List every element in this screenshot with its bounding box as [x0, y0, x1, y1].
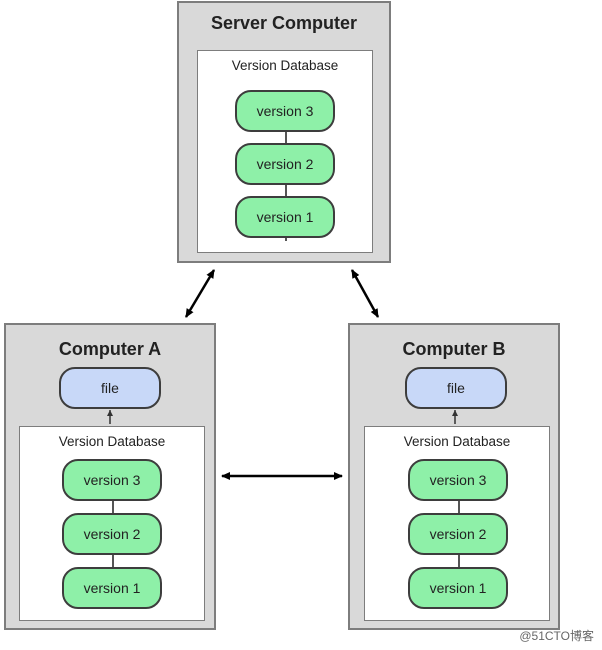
- server-version-2: version 2: [235, 143, 335, 185]
- computer-b-version-database: Version Database version 3 version 2 ver…: [364, 426, 550, 621]
- computer-a-file: file: [59, 367, 161, 409]
- server-computer-title: Server Computer: [210, 13, 358, 33]
- server-version-1: version 1: [235, 196, 335, 238]
- watermark: @51CTO博客: [519, 629, 594, 643]
- computer-a-db-label: Version Database: [58, 434, 166, 449]
- computer-a-version-3: version 3: [62, 459, 162, 501]
- server-version-database: Version Database version 3 version 2 ver…: [197, 50, 373, 253]
- computer-a-title: Computer A: [58, 339, 162, 359]
- server-db-label: Version Database: [231, 58, 339, 73]
- computer-b-file: file: [405, 367, 507, 409]
- computer-b-version-1: version 1: [408, 567, 508, 609]
- computer-a-version-2: version 2: [62, 513, 162, 555]
- arrow-server-computer-b: [350, 269, 380, 318]
- computer-a-version-database: Version Database version 3 version 2 ver…: [19, 426, 205, 621]
- computer-b-version-2: version 2: [408, 513, 508, 555]
- server-computer-box: Server Computer Version Database version…: [177, 1, 391, 263]
- arrow-server-computer-a: [184, 269, 216, 318]
- computer-b-title: Computer B: [402, 339, 506, 359]
- server-version-3: version 3: [235, 90, 335, 132]
- computer-a-box: Computer A file Version Database version…: [4, 323, 216, 630]
- computer-b-box: Computer B file Version Database version…: [348, 323, 560, 630]
- computer-b-db-label: Version Database: [403, 434, 511, 449]
- computer-a-version-1: version 1: [62, 567, 162, 609]
- computer-b-version-3: version 3: [408, 459, 508, 501]
